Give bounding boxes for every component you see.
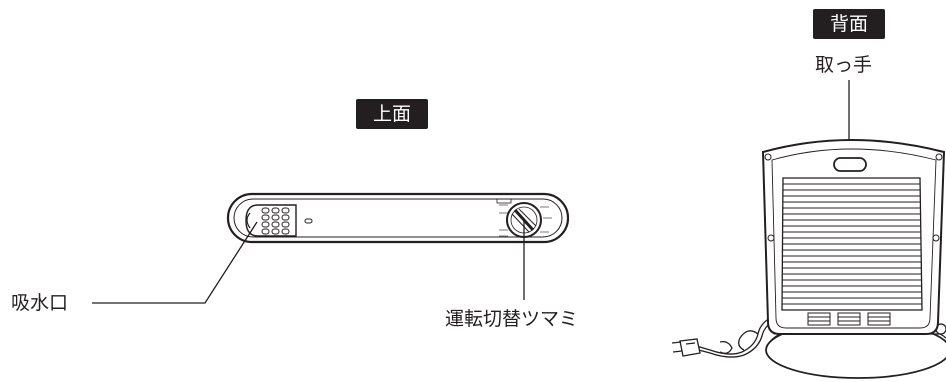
- water-intake-label: 吸水口: [11, 292, 69, 314]
- handle-slot: [833, 157, 867, 172]
- leader-lines: [92, 80, 850, 304]
- power-plug: [671, 338, 701, 357]
- power-cord: [692, 317, 774, 358]
- mode-switch-knob-label: 運転切替ツマミ: [445, 308, 579, 330]
- top-panel-outline: [226, 192, 570, 244]
- top-view-badge: 上面: [356, 99, 428, 129]
- rear-grille: [781, 177, 923, 311]
- back-view-badge: 背面: [813, 9, 885, 39]
- indicator-lamp: [304, 218, 313, 224]
- top-view-panel: [226, 192, 570, 244]
- handle-label: 取っ手: [815, 54, 873, 76]
- top-panel-inner-edge: [233, 198, 563, 238]
- bottom-vents: [807, 312, 891, 326]
- water-intake-leader: [92, 221, 258, 304]
- back-view-panel: [671, 139, 946, 379]
- water-intake-grille: [245, 204, 297, 237]
